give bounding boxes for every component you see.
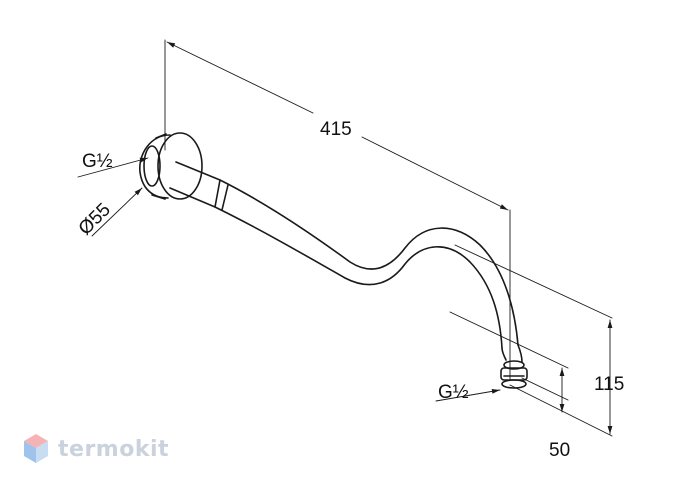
brand-watermark-text: termokit <box>58 436 170 462</box>
outlet-nipple <box>500 344 528 389</box>
flange-diameter-label: Ø55 <box>75 199 115 239</box>
cube-logo-icon <box>24 434 48 463</box>
height-outlet-dimension-label: 50 <box>549 440 570 461</box>
leader-lines <box>77 157 501 402</box>
dimension-length-line <box>166 41 509 211</box>
wall-flange <box>139 132 203 200</box>
brand-watermark: termokit <box>22 432 169 466</box>
extension-lines <box>164 39 613 437</box>
inlet-thread-label: G½ <box>82 151 113 172</box>
shower-arm <box>169 161 519 349</box>
outlet-thread-label: G½ <box>438 382 469 403</box>
height-total-dimension-label: 115 <box>594 374 624 395</box>
length-dimension-label: 415 <box>320 119 352 140</box>
